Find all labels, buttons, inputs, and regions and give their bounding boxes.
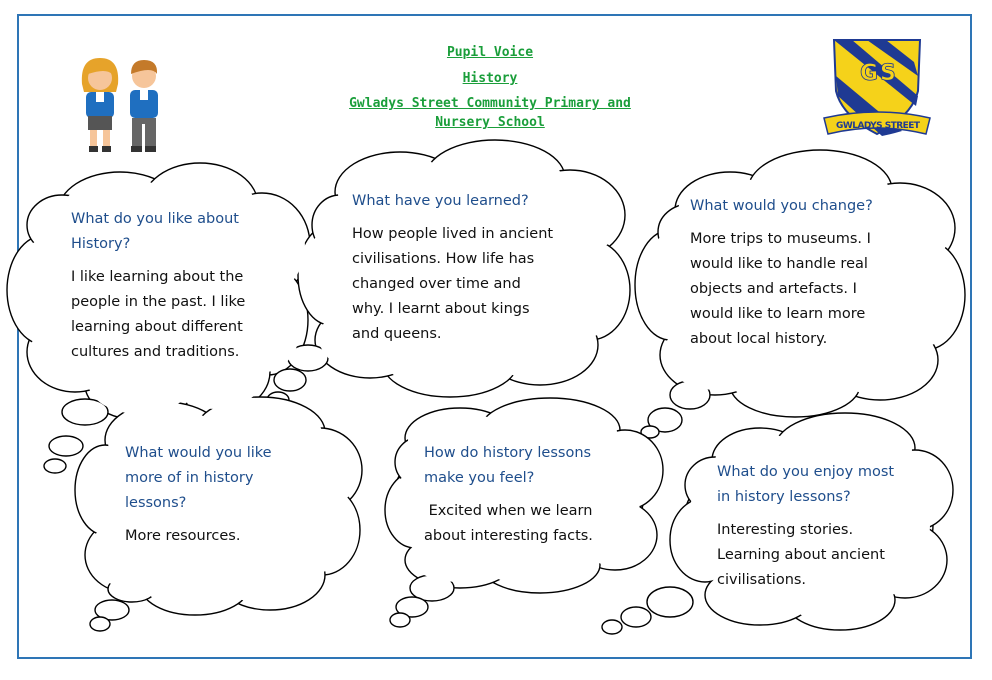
bubble-1-answer: I like learning about the people in the … [71,269,246,360]
page-title: Pupil Voice [446,45,534,60]
bubble-4-answer: More resources. [125,528,241,544]
pupils-illustration-icon [81,58,158,152]
bubble-1: What do you like about History? I like l… [71,207,271,365]
school-crest-logo: G S GWLADYS STREET [823,39,931,136]
bubble-5-answer: Excited when we learn about interesting … [424,503,598,544]
bubble-3-answer: More trips to museums. I would like to h… [690,231,871,347]
svg-text:G: G [860,61,878,86]
svg-text:S: S [880,61,896,86]
bubble-5-question: How do history lessons make you feel? [424,445,592,486]
bubble-2-question: What have you learned? [352,193,529,209]
svg-text:GWLADYS STREET: GWLADYS STREET [836,121,921,131]
header: Pupil Voice History Gwladys Street Commu… [330,40,650,132]
school-name: Gwladys Street Community Primary and Nur… [349,96,631,130]
bubble-1-question: What do you like about History? [71,211,239,252]
bubble-4: What would you like more of in history l… [125,441,295,549]
subject-title: History [462,71,518,86]
bubble-3: What would you change? More trips to mus… [690,194,895,352]
bubble-5: How do history lessons make you feel? Ex… [424,441,604,549]
bubble-4-question: What would you like more of in history l… [125,445,272,511]
bubble-6-question: What do you enjoy most in history lesson… [717,464,895,505]
bubble-2: What have you learned? How people lived … [352,189,557,347]
bubble-6-answer: Interesting stories. Learning about anci… [717,522,885,588]
bubble-2-answer: How people lived in ancient civilisation… [352,226,554,342]
bubble-3-question: What would you change? [690,198,873,214]
bubble-6: What do you enjoy most in history lesson… [717,460,902,593]
page-frame [17,14,972,659]
